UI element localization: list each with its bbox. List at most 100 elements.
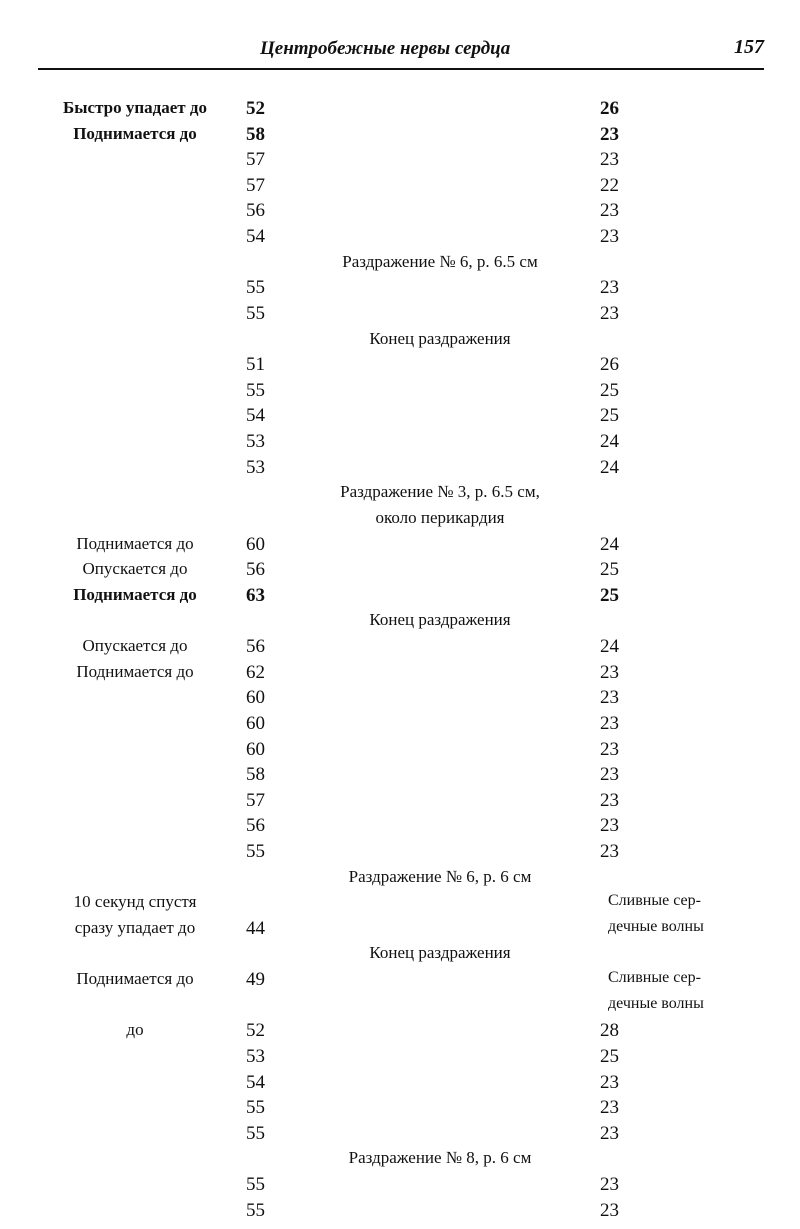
row-label: сразу упадает до xyxy=(74,917,196,937)
pulse-value: 58 xyxy=(246,123,265,145)
second-value: 25 xyxy=(600,584,619,606)
second-value: 24 xyxy=(600,431,619,453)
pulse-value: 57 xyxy=(246,149,265,171)
pulse-value: 52 xyxy=(246,1020,265,1042)
second-value: 23 xyxy=(600,764,619,786)
second-value: 23 xyxy=(600,226,619,248)
row-label: Поднимается до xyxy=(76,533,194,553)
table-row: 53 25 xyxy=(0,1046,800,1072)
pulse-value: 58 xyxy=(246,764,265,786)
table-row: 58 23 xyxy=(0,764,800,790)
second-value: 26 xyxy=(600,354,619,376)
row-label: Поднимается до xyxy=(76,661,194,681)
pulse-value: 63 xyxy=(246,584,265,606)
second-value: 24 xyxy=(600,636,619,658)
table-row: 55 23 xyxy=(0,1123,800,1149)
second-value: 23 xyxy=(600,200,619,222)
second-value: 25 xyxy=(600,559,619,581)
pulse-value: 55 xyxy=(246,302,265,324)
pulse-value: 60 xyxy=(246,687,265,709)
second-value: 25 xyxy=(600,1045,619,1067)
annotation-row: Конец раздражения xyxy=(0,610,800,636)
pulse-value: 60 xyxy=(246,738,265,760)
row-label: Поднимается до xyxy=(73,584,197,604)
pulse-value: 55 xyxy=(246,1122,265,1144)
second-value: 25 xyxy=(600,405,619,427)
table-row: Опускается до 56 24 xyxy=(0,636,800,662)
stimulus-note: Конец раздражения xyxy=(369,943,511,963)
annotation-row: Раздражение № 8, р. 6 см xyxy=(0,1148,800,1174)
row-label: Поднимается до xyxy=(73,123,197,143)
second-value: 23 xyxy=(600,1199,619,1221)
table-row: Поднимается до 58 23 xyxy=(0,124,800,150)
second-value: 23 xyxy=(600,840,619,862)
table-row: 57 22 xyxy=(0,175,800,201)
row-label: Опускается до xyxy=(82,636,188,656)
pulse-value: 60 xyxy=(246,712,265,734)
second-value: 23 xyxy=(600,661,619,683)
stimulus-note: Раздражение № 3, р. 6.5 см, xyxy=(340,482,540,502)
table-row: 54 23 xyxy=(0,1072,800,1098)
second-value: 23 xyxy=(600,123,619,145)
second-value: 23 xyxy=(600,687,619,709)
annotation-row: Конец раздражения xyxy=(0,943,800,969)
second-value: 23 xyxy=(600,1097,619,1119)
pulse-value: 57 xyxy=(246,174,265,196)
pulse-value: 55 xyxy=(246,840,265,862)
stimulus-note: Раздражение № 6, р. 6.5 см xyxy=(342,251,538,271)
stimulus-note: Конец раздражения xyxy=(369,610,511,630)
annotation-row: Конец раздражения xyxy=(0,329,800,355)
pulse-value: 55 xyxy=(246,1097,265,1119)
side-note: дечные волны xyxy=(608,994,704,1012)
pulse-value: 55 xyxy=(246,379,265,401)
pulse-value: 55 xyxy=(246,1174,265,1196)
second-value: 23 xyxy=(600,712,619,734)
second-value: 23 xyxy=(600,1174,619,1196)
second-value: 23 xyxy=(600,789,619,811)
table-row: Опускается до 56 25 xyxy=(0,559,800,585)
second-value: 28 xyxy=(600,1020,619,1042)
second-value: 22 xyxy=(600,174,619,196)
table-row: 57 23 xyxy=(0,790,800,816)
annotation-row: Раздражение № 6, р. 6.5 см xyxy=(0,252,800,278)
table-row: 55 23 xyxy=(0,841,800,867)
pulse-value: 55 xyxy=(246,1199,265,1221)
table-row: 57 23 xyxy=(0,149,800,175)
second-value: 25 xyxy=(600,379,619,401)
table-row: Поднимается до 62 23 xyxy=(0,662,800,688)
pulse-value: 53 xyxy=(246,1045,265,1067)
table-row: 55 23 xyxy=(0,1200,800,1226)
stimulus-note: Раздражение № 8, р. 6 см xyxy=(348,1148,532,1168)
table-row: 55 25 xyxy=(0,380,800,406)
table-row: 55 23 xyxy=(0,1174,800,1200)
second-value: 23 xyxy=(600,277,619,299)
row-label: Опускается до xyxy=(82,559,188,579)
side-note: Сливные сер- xyxy=(608,969,701,987)
pulse-value: 57 xyxy=(246,789,265,811)
running-title: Центробежные нервы сердца xyxy=(260,38,511,59)
stimulus-note: Раздражение № 6, р. 6 см xyxy=(348,866,532,886)
pulse-value: 56 xyxy=(246,636,265,658)
side-note: дечные волны xyxy=(608,917,704,935)
pulse-value: 62 xyxy=(246,661,265,683)
second-value: 23 xyxy=(600,1122,619,1144)
second-value: 23 xyxy=(600,149,619,171)
table-row: 55 23 xyxy=(0,303,800,329)
second-value: 23 xyxy=(600,1071,619,1093)
annotation-row: Раздражение № 3, р. 6.5 см, xyxy=(0,482,800,508)
second-value: 23 xyxy=(600,302,619,324)
row-label: 10 секунд спустя xyxy=(73,892,197,912)
table-row: 60 23 xyxy=(0,687,800,713)
second-value: 23 xyxy=(600,738,619,760)
pulse-value: 56 xyxy=(246,559,265,581)
annotation-row: около перикардия xyxy=(0,508,800,534)
stimulus-note: Конец раздражения xyxy=(369,328,511,348)
pulse-value: 54 xyxy=(246,1071,265,1093)
